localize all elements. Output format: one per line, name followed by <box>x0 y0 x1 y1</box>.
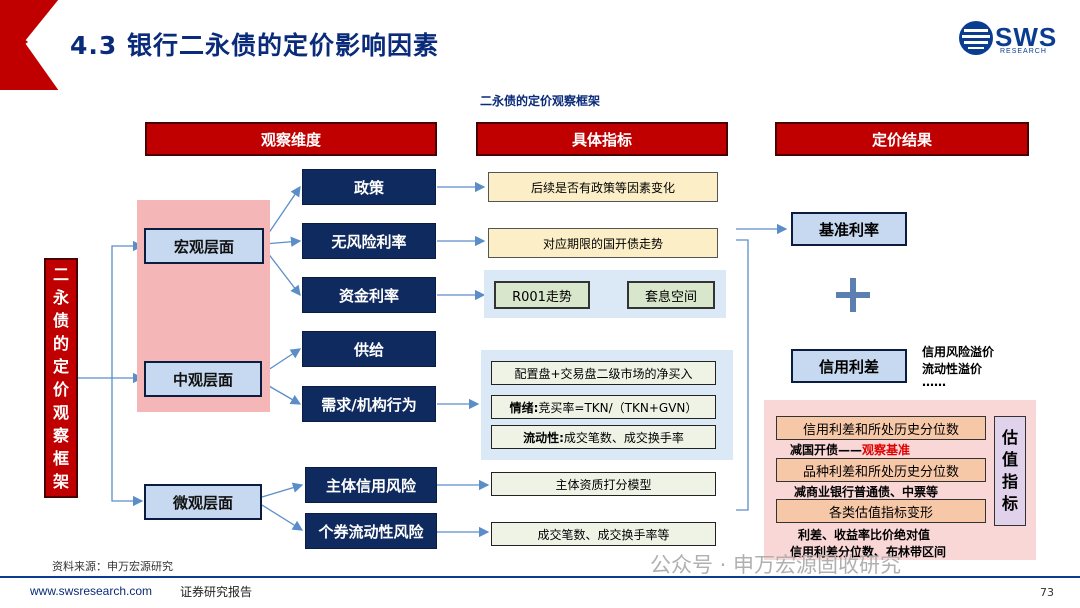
sws-logo-icon <box>959 21 993 55</box>
valuation-item-credit-spread: 信用利差和所处历史分位数 <box>776 416 986 440</box>
factor-funding-rate: 资金利率 <box>302 277 436 313</box>
spread-note-liquidity: 流动性溢价 <box>922 362 983 376</box>
page-title: 4.3 银行二永债的定价影响因素 <box>70 31 439 60</box>
valuation-sub-percentile: 信用利差分位数、布林带区间 <box>790 545 947 559</box>
valuation-sub-ratio: 利差、收益率比价绝对值 <box>798 528 931 542</box>
header-band <box>0 0 65 92</box>
factor-supply: 供给 <box>302 331 436 367</box>
spread-note-credit: 信用风险溢价 <box>922 345 995 359</box>
factor-credit-risk: 主体信用风险 <box>305 467 437 503</box>
factor-liquidity-risk: 个券流动性风险 <box>305 513 437 549</box>
root-framework-box: 二永债的定价观察框架 <box>44 258 78 498</box>
logo-subtext: RESEARCH <box>1000 48 1047 55</box>
indicator-net-buy: 配置盘+交易盘二级市场的净买入 <box>491 361 716 385</box>
valuation-item-variety-spread: 品种利差和所处历史分位数 <box>776 458 986 482</box>
factor-demand: 需求/机构行为 <box>302 386 436 422</box>
level-meso: 中观层面 <box>144 361 262 397</box>
logo-text: SWS <box>995 22 1058 52</box>
indicator-sentiment: 情绪:竞买率=TKN/（TKN+GVN） <box>491 395 716 419</box>
footer-website-link[interactable]: www.swsresearch.com <box>30 584 153 598</box>
column-header-dimension: 观察维度 <box>145 122 437 156</box>
indicator-carry-space: 套息空间 <box>627 281 715 309</box>
source-note: 资料来源：申万宏源研究 <box>52 560 173 573</box>
valuation-sub-cdb: 减国开债——观察基准 <box>790 443 911 457</box>
column-header-result: 定价结果 <box>775 122 1029 156</box>
indicator-credit-model: 主体资质打分模型 <box>491 472 716 496</box>
valuation-sub-bank-bonds: 减商业银行普通债、中票等 <box>794 485 939 499</box>
page-number: 73 <box>1040 586 1054 599</box>
indicator-liquidity: 流动性:成交笔数、成交换手率 <box>491 425 716 449</box>
factor-riskfree-rate: 无风险利率 <box>302 223 436 259</box>
level-macro: 宏观层面 <box>144 228 264 264</box>
indicator-trade-count: 成交笔数、成交换手率等 <box>491 522 716 546</box>
spread-note-ellipsis: …… <box>922 375 946 389</box>
result-credit-spread: 信用利差 <box>791 349 907 383</box>
valuation-item-variants: 各类估值指标变形 <box>776 499 986 523</box>
indicator-r001: R001走势 <box>494 281 590 309</box>
footer-divider <box>0 576 1080 578</box>
diagram-title: 二永债的定价观察框架 <box>479 94 600 108</box>
footer-report-tag: 证券研究报告 <box>180 585 253 599</box>
result-benchmark-rate: 基准利率 <box>791 212 907 246</box>
watermark: 公众号 · 申万宏源固收研究 <box>650 553 902 577</box>
indicator-policy-change: 后续是否有政策等因素变化 <box>488 172 718 202</box>
valuation-label-box: 估值指标 <box>994 416 1026 526</box>
level-micro: 微观层面 <box>144 484 262 520</box>
column-header-indicators: 具体指标 <box>476 122 728 156</box>
factor-policy: 政策 <box>302 169 436 205</box>
indicator-cdb-trend: 对应期限的国开债走势 <box>488 228 718 258</box>
